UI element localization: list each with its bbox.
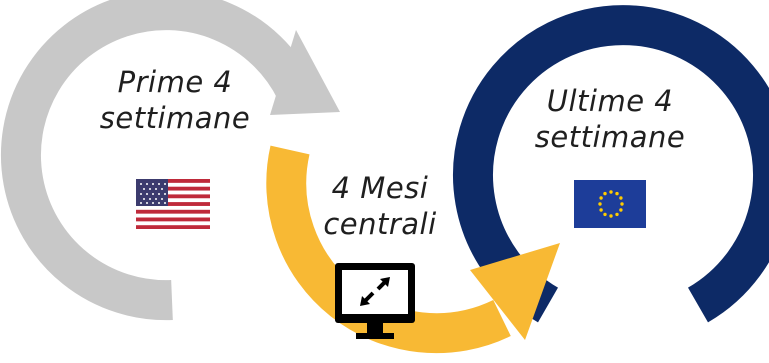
remote-desktop-icon	[335, 263, 415, 339]
us-flag-icon	[136, 179, 210, 229]
phase-first-line1: Prime 4	[117, 65, 233, 99]
phase-middle-line1: 4 Mesi	[331, 171, 429, 205]
phase-last-label: Ultime 4 settimane	[520, 83, 700, 155]
phase-first-line2: settimane	[99, 101, 251, 135]
ring-first	[0, 0, 314, 321]
phase-first-label: Prime 4 settimane	[85, 64, 265, 136]
phase-last-line1: Ultime 4	[546, 84, 674, 118]
ring-middle-arrowhead	[470, 243, 560, 340]
ring-last	[453, 5, 769, 323]
ring-first-arrowhead	[270, 30, 340, 115]
phase-last-line2: settimane	[534, 120, 686, 154]
eu-flag-icon	[574, 180, 646, 228]
phase-middle-label: 4 Mesi centrali	[300, 170, 460, 242]
phase-middle-line2: centrali	[323, 207, 437, 241]
